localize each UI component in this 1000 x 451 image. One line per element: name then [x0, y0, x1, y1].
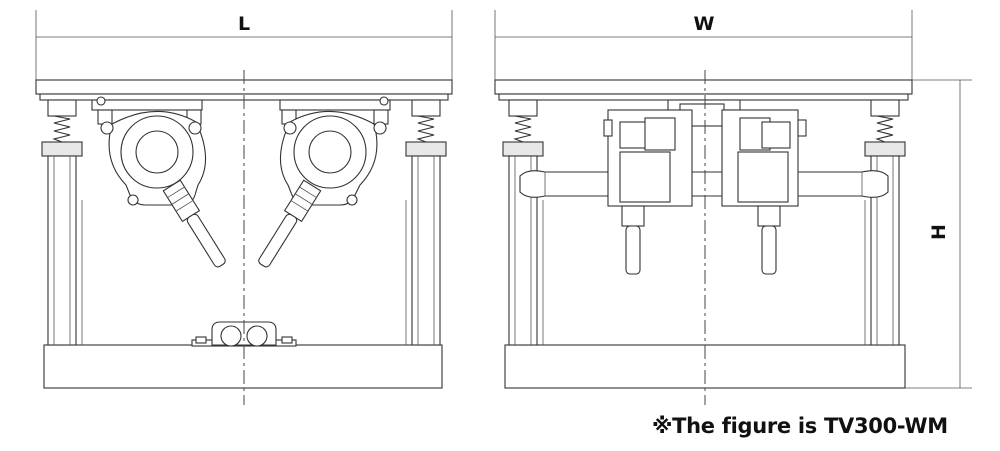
left-vibration-motor — [91, 96, 226, 268]
side-view: W — [494, 10, 972, 405]
length-label: L — [238, 13, 250, 35]
cable-clamp — [191, 321, 297, 347]
figure-note: ※The figure is TV300-WM — [652, 414, 948, 438]
height-label: H — [928, 224, 950, 240]
length-dimension: L — [35, 10, 453, 80]
motor-side-assembly — [603, 99, 807, 275]
height-dimension: H — [905, 79, 972, 389]
width-dimension: W — [494, 10, 913, 80]
front-view: L — [35, 10, 453, 405]
right-vibration-motor — [258, 96, 391, 268]
width-label: W — [694, 13, 715, 35]
